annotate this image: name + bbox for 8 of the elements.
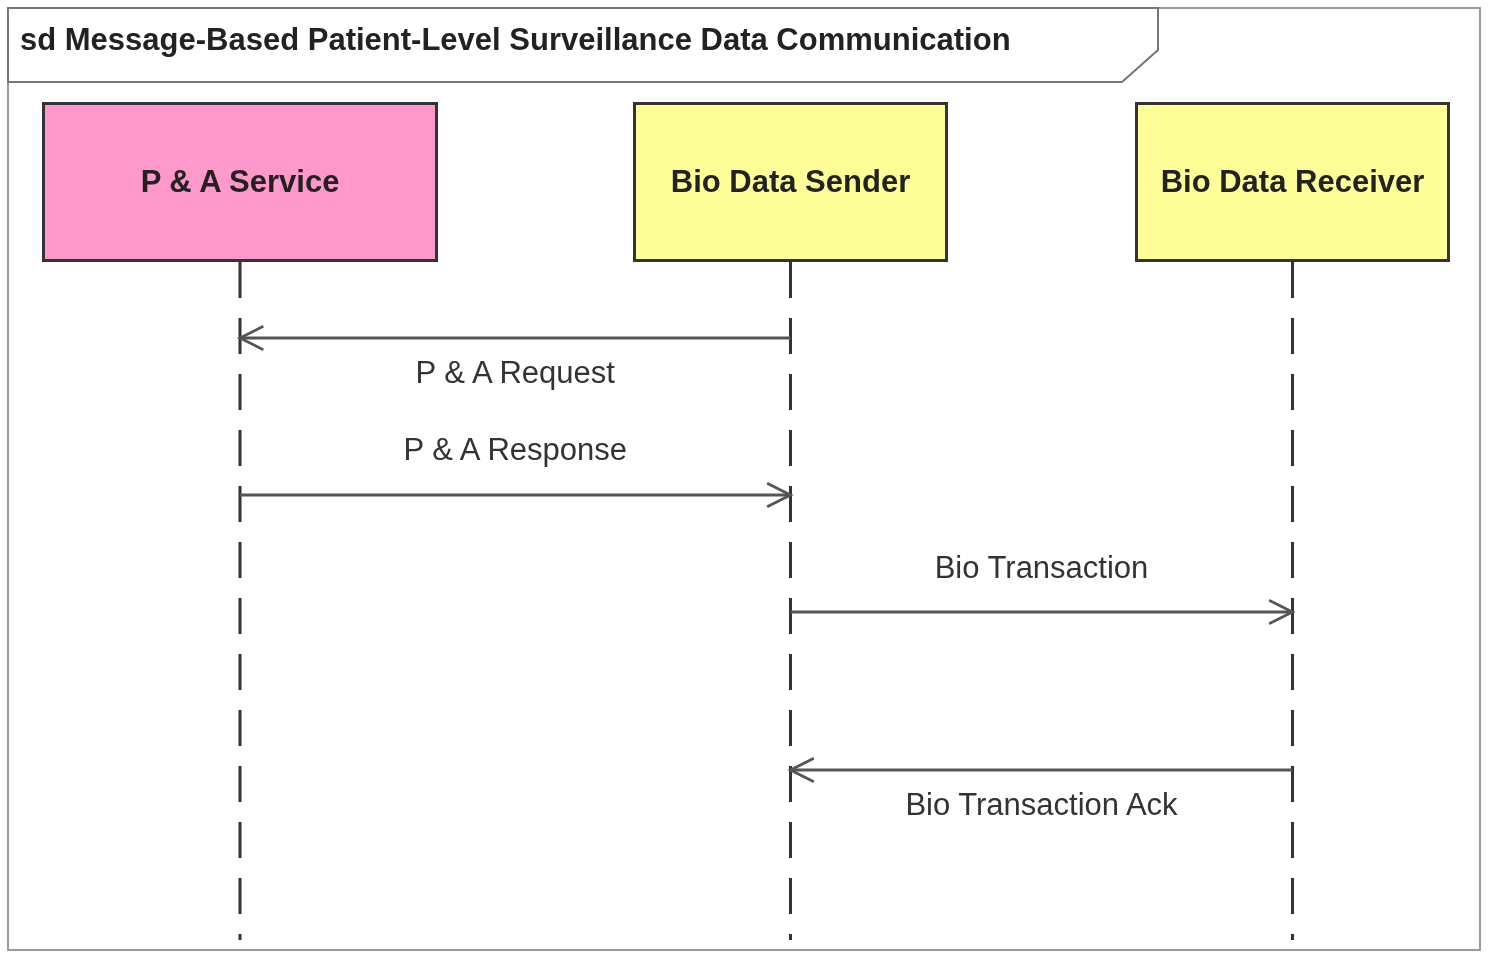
lifeline-head-box: P & A Service bbox=[42, 102, 438, 262]
message-arrow bbox=[238, 324, 791, 352]
message-arrow bbox=[789, 756, 1293, 784]
diagram-title: sd Message-Based Patient-Level Surveillance Data Communication bbox=[20, 22, 1011, 58]
message-arrow bbox=[790, 598, 1294, 626]
lifeline-head-box: Bio Data Receiver bbox=[1135, 102, 1450, 262]
lifeline-head-box: Bio Data Sender bbox=[633, 102, 948, 262]
message-arrow bbox=[240, 481, 792, 509]
